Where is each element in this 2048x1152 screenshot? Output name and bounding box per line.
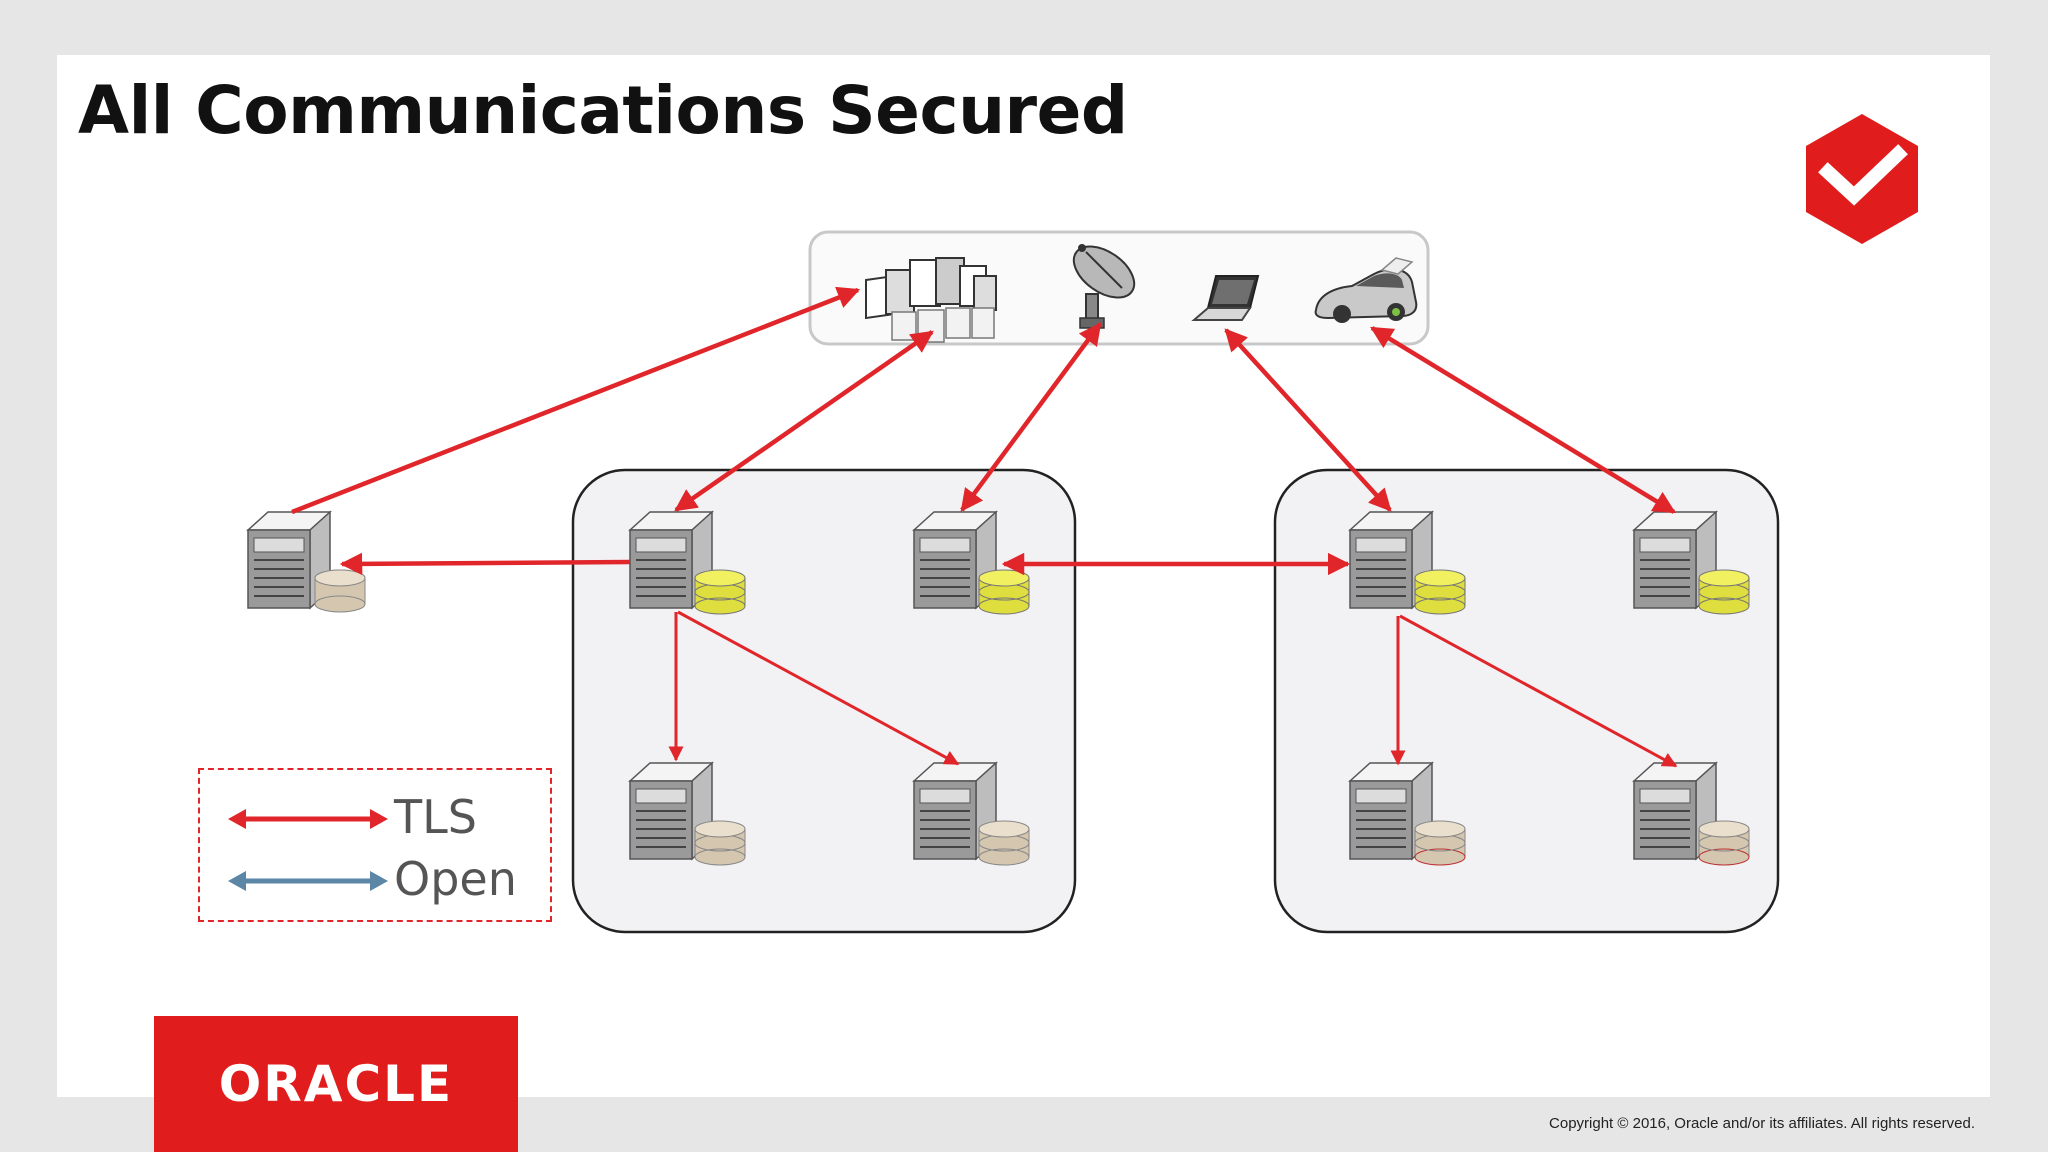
tls-link: [1224, 328, 1392, 512]
server-right-replica-1: [1349, 762, 1466, 866]
tls-link: [960, 322, 1102, 512]
legend-label-open: Open: [394, 852, 517, 906]
legend-label-tls: TLS: [394, 790, 477, 844]
server-right-secondary: [1633, 511, 1750, 615]
oracle-wordmark: ORACLE: [218, 1055, 454, 1113]
slide-title: All Communications Secured: [78, 72, 1128, 149]
open-arrow-icon: [228, 871, 388, 891]
server-left-replica-2: [913, 762, 1030, 866]
server-left-primary: [629, 511, 746, 615]
tls-link: [1399, 614, 1678, 768]
server-right-replica-2: [1633, 762, 1750, 866]
legend-row-open: Open: [228, 852, 548, 908]
laptop-icon: [1191, 275, 1260, 321]
server-right-primary: [1349, 511, 1466, 615]
copyright-notice: Copyright © 2016, Oracle and/or its affi…: [1549, 1115, 1975, 1132]
car-icon: [1314, 257, 1418, 323]
oracle-logo: ORACLE: [154, 1016, 518, 1152]
tls-arrow-icon: [228, 809, 388, 829]
tls-link: [291, 286, 861, 515]
tls-link: [674, 330, 934, 512]
legend-row-tls: TLS: [228, 790, 548, 846]
server-left-replica-1: [629, 762, 746, 866]
checkmark-badge-icon: [1806, 114, 1918, 244]
tls-link: [1370, 326, 1676, 514]
tls-link: [677, 610, 960, 766]
tls-link: [339, 552, 631, 576]
legend: TLS Open: [198, 768, 552, 922]
